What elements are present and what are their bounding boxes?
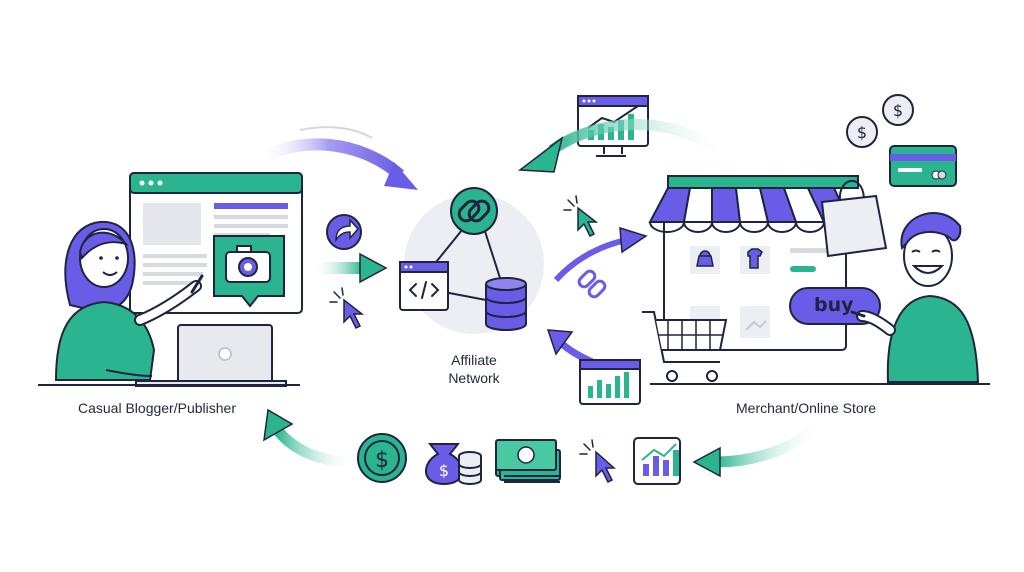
cash-stack-icon [495,439,561,483]
payout-to-publisher-arrow [263,408,355,468]
publisher-label: Casual Blogger/Publisher [78,400,236,416]
merchant-label: Merchant/Online Store [736,400,877,416]
network-label: Affiliate Network [424,351,524,387]
shopping-cart-icon [642,311,728,382]
affiliate-network-hub [399,187,544,334]
money-bag-icon: $ [425,443,482,486]
cursor-click-icon-merchant [563,195,599,238]
merchant-to-network-arrow-top [517,119,734,173]
cursor-click-icon-bottom [579,439,616,484]
publisher-to-network-green-arrow [312,252,388,284]
blog-browser-window [129,172,303,314]
svg-text:$: $ [375,448,389,473]
buy-button-label[interactable]: buy [814,294,854,316]
database-icon [485,277,527,331]
share-arrow-icon [326,214,362,250]
laptop-icon [135,324,287,387]
chain-link-small-icon [577,269,607,299]
store-awning [648,187,852,233]
code-icon [399,261,449,311]
merchant-person [850,212,980,383]
network-label-line1: Affiliate [451,352,497,368]
bar-chart-icon [633,437,681,485]
coin-icon: $ $ [846,94,914,148]
merchant-to-chart-arrow [692,419,824,478]
shopping-bag-icon [820,179,888,258]
credit-card-icon [889,145,957,187]
svg-text:$: $ [439,461,449,480]
camera-icon [213,235,285,308]
publisher-group [38,172,303,387]
svg-text:$: $ [857,123,867,142]
publisher-to-network-arrow [254,126,418,190]
svg-text:$: $ [893,101,903,120]
network-label-line2: Network [448,370,500,386]
chain-link-icon [450,187,498,235]
blogger-person [54,220,204,381]
network-to-merchant-arrow [553,226,648,283]
report-card-icon [579,359,641,405]
dollar-coin-icon: $ [357,433,407,483]
cursor-click-icon [329,287,365,330]
